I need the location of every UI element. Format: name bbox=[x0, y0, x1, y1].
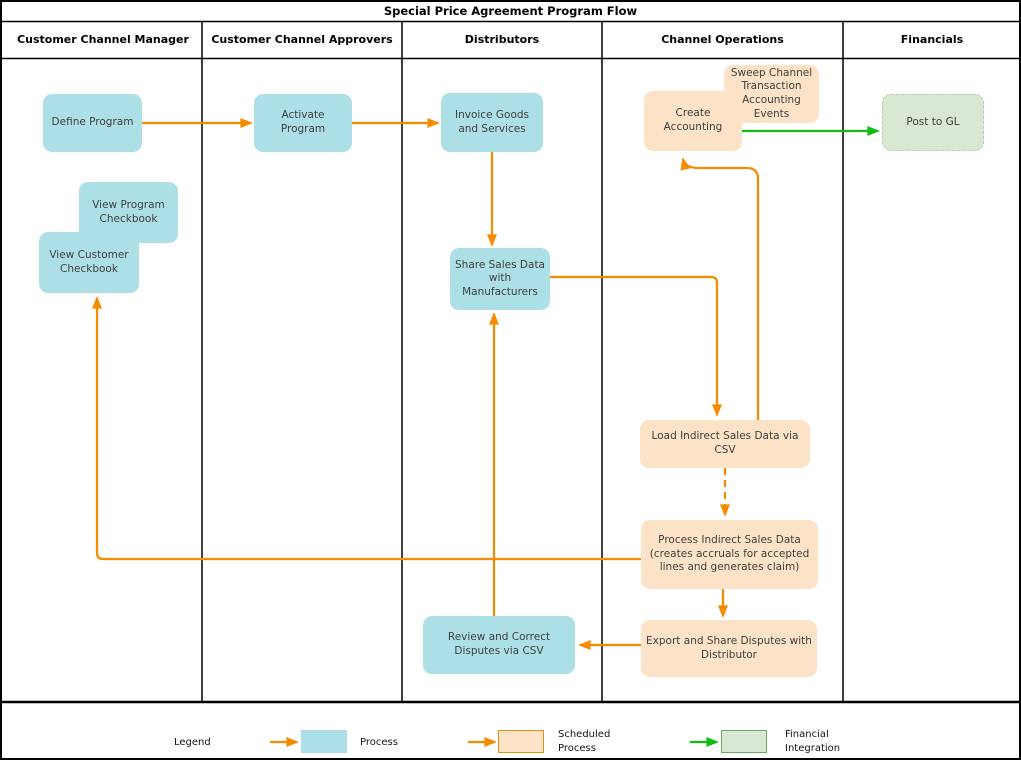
node-export-and-share-disputes-with-distributor: Export and Share Disputes with Distribut… bbox=[641, 620, 817, 677]
node-label: Export and Share Disputes with Distribut… bbox=[646, 634, 812, 661]
lane-header-channel-operations: Channel Operations bbox=[661, 33, 784, 46]
node-label: View Program Checkbook bbox=[92, 198, 165, 225]
node-label: View Customer Checkbook bbox=[49, 248, 129, 275]
node-define-program: Define Program bbox=[43, 94, 142, 152]
legend-title: Legend bbox=[174, 737, 211, 748]
node-label: Share Sales Data with Manufacturers bbox=[455, 258, 545, 298]
node-activate-program: Activate Program bbox=[254, 94, 352, 152]
legend-financial-integration-swatch bbox=[721, 730, 767, 753]
node-label: Invoice Goods and Services bbox=[455, 108, 529, 135]
edge-process-indirect-sales-to-view-customer-checkbook bbox=[92, 296, 641, 561]
node-view-customer-checkbook: View Customer Checkbook bbox=[39, 232, 139, 293]
node-label: Sweep Channel Transaction Accounting Eve… bbox=[730, 66, 813, 120]
lane-header-distributors: Distributors bbox=[464, 33, 540, 46]
legend-process-label: Process bbox=[360, 737, 398, 748]
node-label: Post to GL bbox=[906, 115, 960, 128]
lane-header-financials: Financials bbox=[900, 33, 964, 46]
node-share-sales-data-with-manufacturers: Share Sales Data with Manufacturers bbox=[450, 248, 550, 310]
node-label: Activate Program bbox=[280, 109, 326, 135]
node-create-accounting: Create Accounting bbox=[644, 91, 742, 151]
diagram-title: Special Price Agreement Program Flow bbox=[383, 4, 638, 18]
node-label: Create Accounting bbox=[663, 107, 723, 133]
node-label: Load Indirect Sales Data via CSV bbox=[651, 430, 799, 456]
node-label: Review and Correct Disputes via CSV bbox=[447, 631, 551, 657]
edge-load-indirect-sales-to-create-accounting bbox=[680, 157, 760, 420]
node-post-to-gl: Post to GL bbox=[882, 94, 984, 151]
node-label: Define Program bbox=[51, 116, 134, 129]
node-invoice-goods-and-services: Invoice Goods and Services bbox=[441, 93, 543, 152]
node-process-indirect-sales-data: Process Indirect Sales Data (creates acc… bbox=[641, 520, 818, 589]
legend-scheduled-process-label: Scheduled Process bbox=[558, 729, 611, 754]
node-review-and-correct-disputes-via-csv: Review and Correct Disputes via CSV bbox=[423, 616, 575, 674]
legend-scheduled-process-swatch bbox=[498, 730, 544, 753]
legend-financial-integration-label: Financial Integration bbox=[785, 729, 841, 754]
lane-header-customer-channel-approvers: Customer Channel Approvers bbox=[211, 33, 393, 46]
edge-share-sales-data-to-load-indirect-sales bbox=[550, 275, 722, 417]
lane-header-customer-channel-manager: Customer Channel Manager bbox=[17, 33, 189, 46]
legend-process-swatch bbox=[301, 730, 347, 753]
node-label: Process Indirect Sales Data (creates acc… bbox=[649, 534, 810, 574]
node-load-indirect-sales-data-via-csv: Load Indirect Sales Data via CSV bbox=[640, 420, 810, 468]
